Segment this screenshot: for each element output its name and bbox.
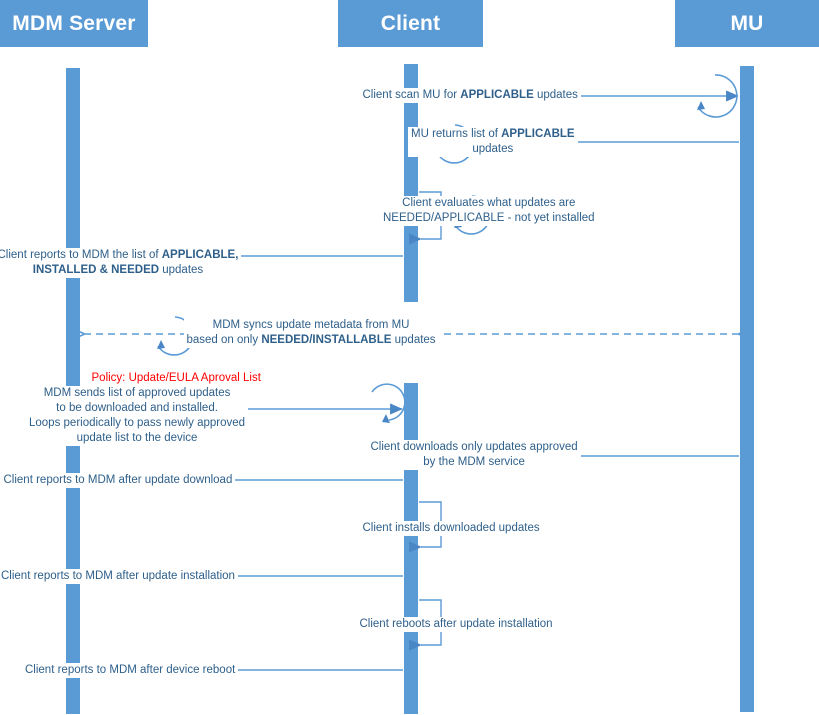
loop-arc-m1 — [697, 74, 738, 118]
loop-arc-m6 — [371, 383, 406, 421]
actor-header-mu[interactable]: MU — [675, 0, 819, 47]
lifeline-mu — [740, 66, 754, 712]
message-label-m12: Client reports to MDM after device reboo… — [22, 663, 239, 678]
actor-label-client: Client — [380, 11, 441, 35]
actor-header-mdm-server[interactable]: MDM Server — [0, 0, 148, 47]
loop-arrowhead-m1 — [697, 101, 705, 110]
actor-label-mu: MU — [730, 11, 764, 35]
message-label-m6-policy: Policy: Update/EULA Aproval List — [88, 371, 264, 386]
actor-header-client[interactable]: Client — [338, 0, 483, 47]
actor-label-mdm-server: MDM Server — [12, 11, 136, 35]
loop-arrowhead-m6 — [382, 414, 390, 423]
message-label-m1: Client scan MU for APPLICABLE updates — [359, 88, 581, 103]
message-label-m4: Client reports to MDM the list of APPLIC… — [0, 248, 242, 278]
message-label-m8: Client reports to MDM after update downl… — [0, 473, 236, 488]
message-label-m11: Client reboots after update installation — [356, 617, 556, 632]
lifeline-client-lower — [404, 383, 418, 714]
loop-arrowhead-m5 — [157, 340, 165, 349]
message-label-m9: Client installs downloaded updates — [359, 521, 543, 536]
message-label-m10: Client reports to MDM after update insta… — [0, 569, 238, 584]
